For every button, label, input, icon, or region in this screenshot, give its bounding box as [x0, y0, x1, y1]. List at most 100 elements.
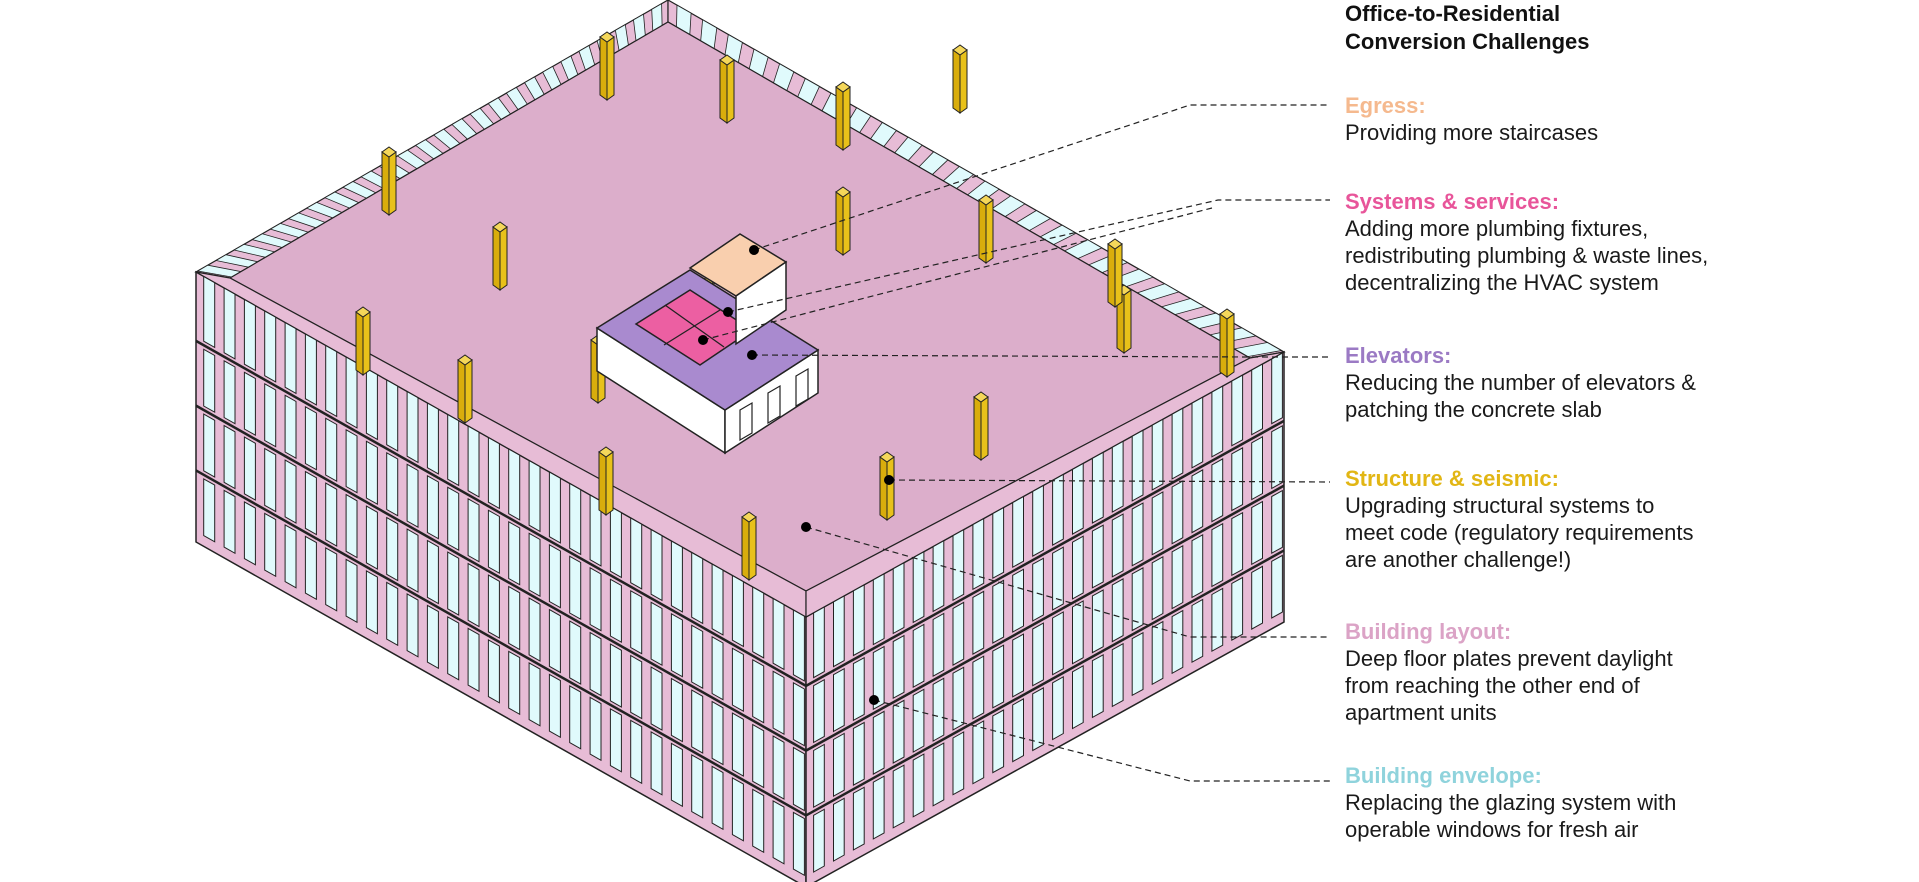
column-top: [835, 186, 851, 198]
column-side: [835, 191, 844, 256]
column-face: [1123, 289, 1132, 354]
facade-left-window: [548, 543, 561, 609]
layout-leader-dot: [801, 522, 811, 532]
facade-left-slab-line: [195, 469, 807, 817]
facade-left-window: [711, 563, 724, 636]
callout-layout-description: Deep floor plates prevent daylight from …: [1345, 645, 1905, 726]
facade-right-window: [1231, 511, 1244, 577]
column-face: [886, 456, 895, 521]
callout-elevators-description: Reducing the number of elevators & patch…: [1345, 369, 1905, 423]
facade-right-window: [1012, 568, 1024, 633]
facade-right-window: [972, 590, 985, 655]
facade-left-window: [487, 436, 500, 510]
facade-left-window: [731, 647, 744, 713]
facade-right-window: [1052, 675, 1064, 741]
column-top: [457, 354, 473, 366]
callout-envelope-label: Building envelope:: [1345, 763, 1542, 788]
column-face: [606, 36, 615, 101]
callout-systems-line-3: decentralizing the HVAC system: [1345, 270, 1659, 295]
facade-left-window: [569, 482, 582, 556]
column-top: [381, 146, 397, 158]
legend-panel: Office-to-Residential Conversion Challen…: [1345, 0, 1919, 882]
leader-lines: [698, 104, 1331, 782]
facade-right-window: [1012, 633, 1024, 698]
column-face: [388, 151, 397, 216]
facade-left-window: [406, 593, 419, 658]
column-top: [598, 446, 614, 458]
facade-right-window: [872, 710, 885, 775]
callout-layout-line-1: Deep floor plates prevent daylight: [1345, 646, 1673, 671]
facade-right-window: [1131, 567, 1144, 632]
facade-right-window: [813, 605, 825, 679]
callout-systems-description: Adding more plumbing fixtures, redistrib…: [1345, 215, 1905, 296]
facade-right-window: [1091, 653, 1104, 719]
facade-right-window: [1211, 522, 1224, 588]
facade-right-window: [892, 634, 905, 700]
facade-left-window: [792, 746, 805, 812]
facade-left-window: [325, 482, 338, 547]
facade-right-window: [1171, 480, 1184, 545]
facade-left-window: [284, 459, 297, 524]
column-side: [457, 359, 466, 424]
facade-left-window: [304, 535, 317, 601]
facade-right-window: [1111, 578, 1124, 643]
facade-left-window: [365, 570, 378, 635]
facade-right-window: [872, 645, 885, 711]
facade-left-window: [569, 555, 582, 621]
facade-right-window: [833, 797, 845, 862]
facade-right-window: [952, 731, 965, 796]
facade-right-window: [1211, 458, 1224, 523]
column-face: [985, 199, 994, 264]
facade-left-window: [365, 505, 378, 570]
facade-left-window: [264, 310, 277, 383]
column-top: [952, 44, 968, 56]
callout-systems-services: Systems & services: Adding more plumbing…: [1345, 188, 1905, 296]
facade-right-window: [1072, 462, 1084, 535]
facade-left-window: [243, 371, 256, 437]
facade-right-window: [833, 667, 845, 733]
column-side: [381, 151, 390, 216]
callout-layout-line-3: apartment units: [1345, 700, 1497, 725]
facade-right-window: [1191, 533, 1204, 599]
callout-elevators-line-2: patching the concrete slab: [1345, 397, 1602, 422]
column-face: [959, 49, 968, 114]
facade-right-window: [1052, 546, 1064, 611]
facade-right-window: [1032, 557, 1044, 622]
callout-envelope-description: Replacing the glazing system with operab…: [1345, 789, 1905, 843]
column-face: [362, 311, 371, 376]
column-side: [952, 49, 961, 114]
facade-left-window: [670, 540, 683, 613]
facade-left-window: [447, 616, 460, 681]
facade-right-window: [852, 583, 865, 657]
facade-left-window: [691, 689, 704, 754]
facade-left-window: [792, 811, 805, 877]
facade-left-window: [243, 501, 256, 566]
callout-envelope-line-1: Replacing the glazing system with: [1345, 790, 1677, 815]
facade-left-window: [630, 517, 643, 590]
callout-systems-line-1: Adding more plumbing fixtures,: [1345, 216, 1649, 241]
facade-right-window: [813, 678, 825, 744]
facade-left-window: [243, 298, 256, 372]
column-side: [1107, 243, 1116, 308]
facade-left-window: [426, 402, 439, 475]
facade-right-window: [1012, 495, 1024, 569]
staircase-wall: [735, 260, 787, 346]
facade-right-window: [872, 775, 885, 840]
facade-left-window: [467, 425, 480, 498]
column-side: [719, 59, 728, 124]
column-face: [1114, 243, 1123, 308]
callout-structure-line-2: meet code (regulatory requirements: [1345, 520, 1694, 545]
callout-elevators-label: Elevators:: [1345, 343, 1452, 368]
facade-left-window: [487, 509, 500, 575]
systems-b-leader-dot: [698, 335, 708, 345]
facade-right-window: [912, 623, 925, 689]
facade-left-window: [223, 359, 236, 425]
facade-left-slab-line: [195, 404, 807, 752]
column-face: [726, 59, 735, 124]
facade-left-window: [203, 348, 216, 414]
facade-left-window: [386, 516, 399, 582]
facade-left-window: [752, 788, 765, 854]
facade-left-window: [345, 558, 358, 624]
facade-right-window: [1131, 502, 1144, 567]
facade-right-window: [852, 721, 865, 786]
